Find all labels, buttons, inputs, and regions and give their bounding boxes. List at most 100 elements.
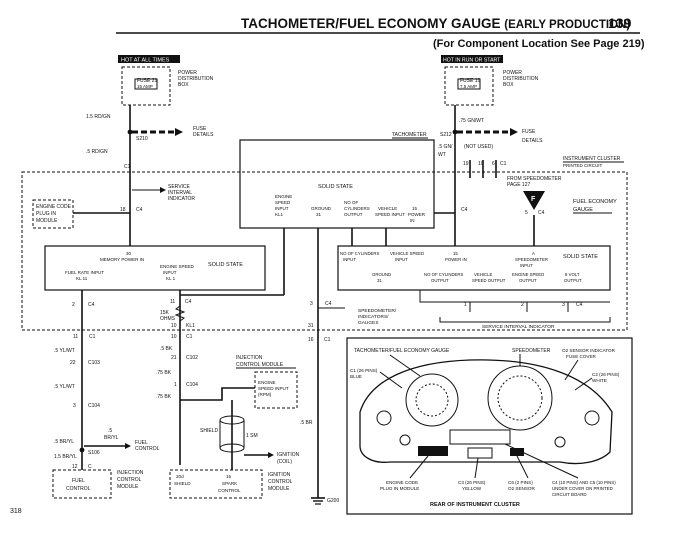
cd-c4c5-l2: UNDER COVER ON PRINTED xyxy=(552,486,613,491)
pin-c1: C1 xyxy=(500,161,507,167)
lm-inj-l2: CONTROL MODULE xyxy=(236,362,284,368)
cluster-rear-drawing: TACHOMETER/FUEL ECONOMY GAUGE SPEEDOMETE… xyxy=(346,337,633,515)
cd-speedometer: SPEEDOMETER xyxy=(512,348,551,354)
power-box-left-l3: BOX xyxy=(178,82,189,88)
ll-fuel-l1: FUEL xyxy=(135,440,148,446)
engine-speed-to-module xyxy=(180,387,255,401)
ll-mod-l2: CONTROL xyxy=(66,486,91,492)
lc-pin-2: 2 xyxy=(72,302,75,308)
not-used-label: (NOT USED) xyxy=(464,144,493,150)
pin-6: 6 xyxy=(492,161,495,167)
lc-c4-r: C4 xyxy=(325,301,332,307)
fuse-details-left-l1: FUSE xyxy=(193,126,207,132)
flag-f-letter: F xyxy=(531,196,536,203)
wire-0-75-gnwt: .75 GN/WT xyxy=(459,118,484,124)
cd-o2-l1: O2 SENSOR INDICATOR xyxy=(562,348,616,353)
ll-pin-3: 3 xyxy=(73,403,76,409)
top-col-pwr-l1: 15 xyxy=(412,206,418,211)
memory-power-in: MEMORY POWER IN xyxy=(100,257,144,262)
ll-s106: S106 xyxy=(88,450,100,456)
cluster-lower-pins: 2 C4 11 C4 15K OHMS 10 KL1 3 C4 SPEEDOME… xyxy=(72,290,611,335)
rs-cyl-in-l1: NO OF CYLINDERS xyxy=(340,251,380,256)
power-box-right-l1: POWER xyxy=(503,70,522,76)
lm-esi-l2: SPEED INPUT xyxy=(258,386,289,391)
from-speedo-l1: FROM SPEEDOMETER xyxy=(507,176,562,182)
top-col-cyl-l2: CYLINDERS xyxy=(344,206,370,211)
gw-pin-16: 16 xyxy=(308,337,314,343)
service-bracket-label: SERVICE INTERVAL INDICATOR xyxy=(482,324,555,330)
c3-leader xyxy=(474,457,479,479)
wire-0-5-rdgn: .5 RD/GN xyxy=(86,149,108,155)
lc-out-3: 3 xyxy=(562,302,565,308)
top-col-gnd-l2: 31 xyxy=(316,212,322,217)
engine-speed-input-box xyxy=(254,371,298,409)
fuse-details-right-l2: DETAILS xyxy=(522,138,543,144)
fuel-rate-l2: KL 11 xyxy=(76,276,88,281)
power-box-left-l2: DISTRIBUTION xyxy=(178,76,214,82)
c4-c5-cover xyxy=(449,429,511,445)
top-col-eng-l2: SPEED xyxy=(275,200,291,205)
speedo-gauge-l2: INDICATORS/ xyxy=(358,314,389,320)
fuse-details-left-l2: DETAILS xyxy=(193,132,214,138)
hot-tag-left xyxy=(118,55,180,63)
lc-out-2: 2 xyxy=(521,302,524,308)
top-col-eng-l3: INPUT xyxy=(275,206,289,211)
ll-pin-11: 11 xyxy=(73,334,78,340)
lm-esi-l1: ENGINE xyxy=(258,380,276,385)
rs-vs-in-l2: INPUT xyxy=(395,257,408,262)
cd-o2-l2: FUSE COVER xyxy=(566,354,597,359)
wire-1-5-rdgn: 1.5 RD/GN xyxy=(86,114,111,120)
tach-inner-dial xyxy=(415,383,449,417)
ll-inj-l3: MODULE xyxy=(117,484,139,490)
output-bus xyxy=(419,290,610,303)
rs-8v-l1: 8 VOLT xyxy=(565,272,580,277)
engine-speed-l2: INPUT xyxy=(163,270,177,275)
ll-mod-l1: FUEL xyxy=(72,478,85,484)
lm-c102: C102 xyxy=(186,355,198,361)
gw-c1: C1 xyxy=(324,337,331,343)
tachometer-label: TACHOMETER xyxy=(392,132,427,138)
ecm-plug-l3: MODULE xyxy=(36,218,58,224)
c4-left: C4 xyxy=(136,207,143,213)
fuel-control-module-box xyxy=(52,469,112,499)
wire-0-5-gn-l1: .5 GN/ xyxy=(438,144,453,150)
ignition-control-module-box xyxy=(169,469,263,499)
tach-dial xyxy=(405,373,459,427)
ll-inj-l1: INJECTION xyxy=(117,470,144,476)
rs-15: 15 xyxy=(453,251,458,256)
speedo-inner-dial xyxy=(497,375,543,421)
bulb-right xyxy=(584,410,600,426)
engine-speed-l3: KL 1 xyxy=(166,276,176,281)
footer-page: 318 xyxy=(10,508,22,515)
power-box-right-l2: DISTRIBUTION xyxy=(503,76,539,82)
cd-title: TACHOMETER/FUEL ECONOMY GAUGE xyxy=(354,348,450,354)
rs-ground: GROUND xyxy=(372,272,391,277)
res-15k: 15K xyxy=(160,310,170,316)
top-col-cyl-l1: NO OF xyxy=(344,200,359,205)
service-bracket xyxy=(439,317,611,323)
ll-wire-c-l2: BR/YL xyxy=(104,435,119,441)
left-solid-state: 30 MEMORY POWER IN FUEL RATE INPUT KL 11… xyxy=(44,245,266,291)
top-solid-state: SOLID STATE ENGINE SPEED INPUT KL1 GROUN… xyxy=(239,139,468,229)
c3-drawing xyxy=(467,447,493,459)
lm-shield2: SHIELD xyxy=(174,481,191,486)
rs-speedo-l2: INPUT xyxy=(520,263,533,268)
cd-c6-l2: O2 SENSOR xyxy=(508,486,535,491)
top-col-gnd-l1: GROUND xyxy=(311,206,332,211)
cd-c1-l1: C1 (26 PINS) xyxy=(350,368,378,373)
lm-c104: C104 xyxy=(186,382,198,388)
lm-20d: 20d xyxy=(176,474,184,479)
left-power-feed: HOT AT ALL TIMES FUSE 21 15 AMP POWER DI… xyxy=(86,55,214,178)
power-box-right xyxy=(444,66,494,106)
speedo-gauge-l3: GAUGES xyxy=(358,320,379,326)
rs-power-in: POWER IN xyxy=(445,257,467,262)
hot-tag-right-label: HOT IN RUN OR START xyxy=(443,58,501,64)
wire-0-5-gn-l2: WT xyxy=(438,152,446,158)
memory-30: 30 xyxy=(126,251,132,256)
lc-out-1: 1 xyxy=(464,302,467,308)
lc-pin-3: 3 xyxy=(310,301,313,307)
lm-shield: SHIELD xyxy=(200,428,218,434)
lm-wire-c: .75 BK xyxy=(156,394,172,400)
ll-wire-c-l1: .5 xyxy=(108,428,112,434)
lm-inj-l1: INJECTION xyxy=(236,355,263,361)
